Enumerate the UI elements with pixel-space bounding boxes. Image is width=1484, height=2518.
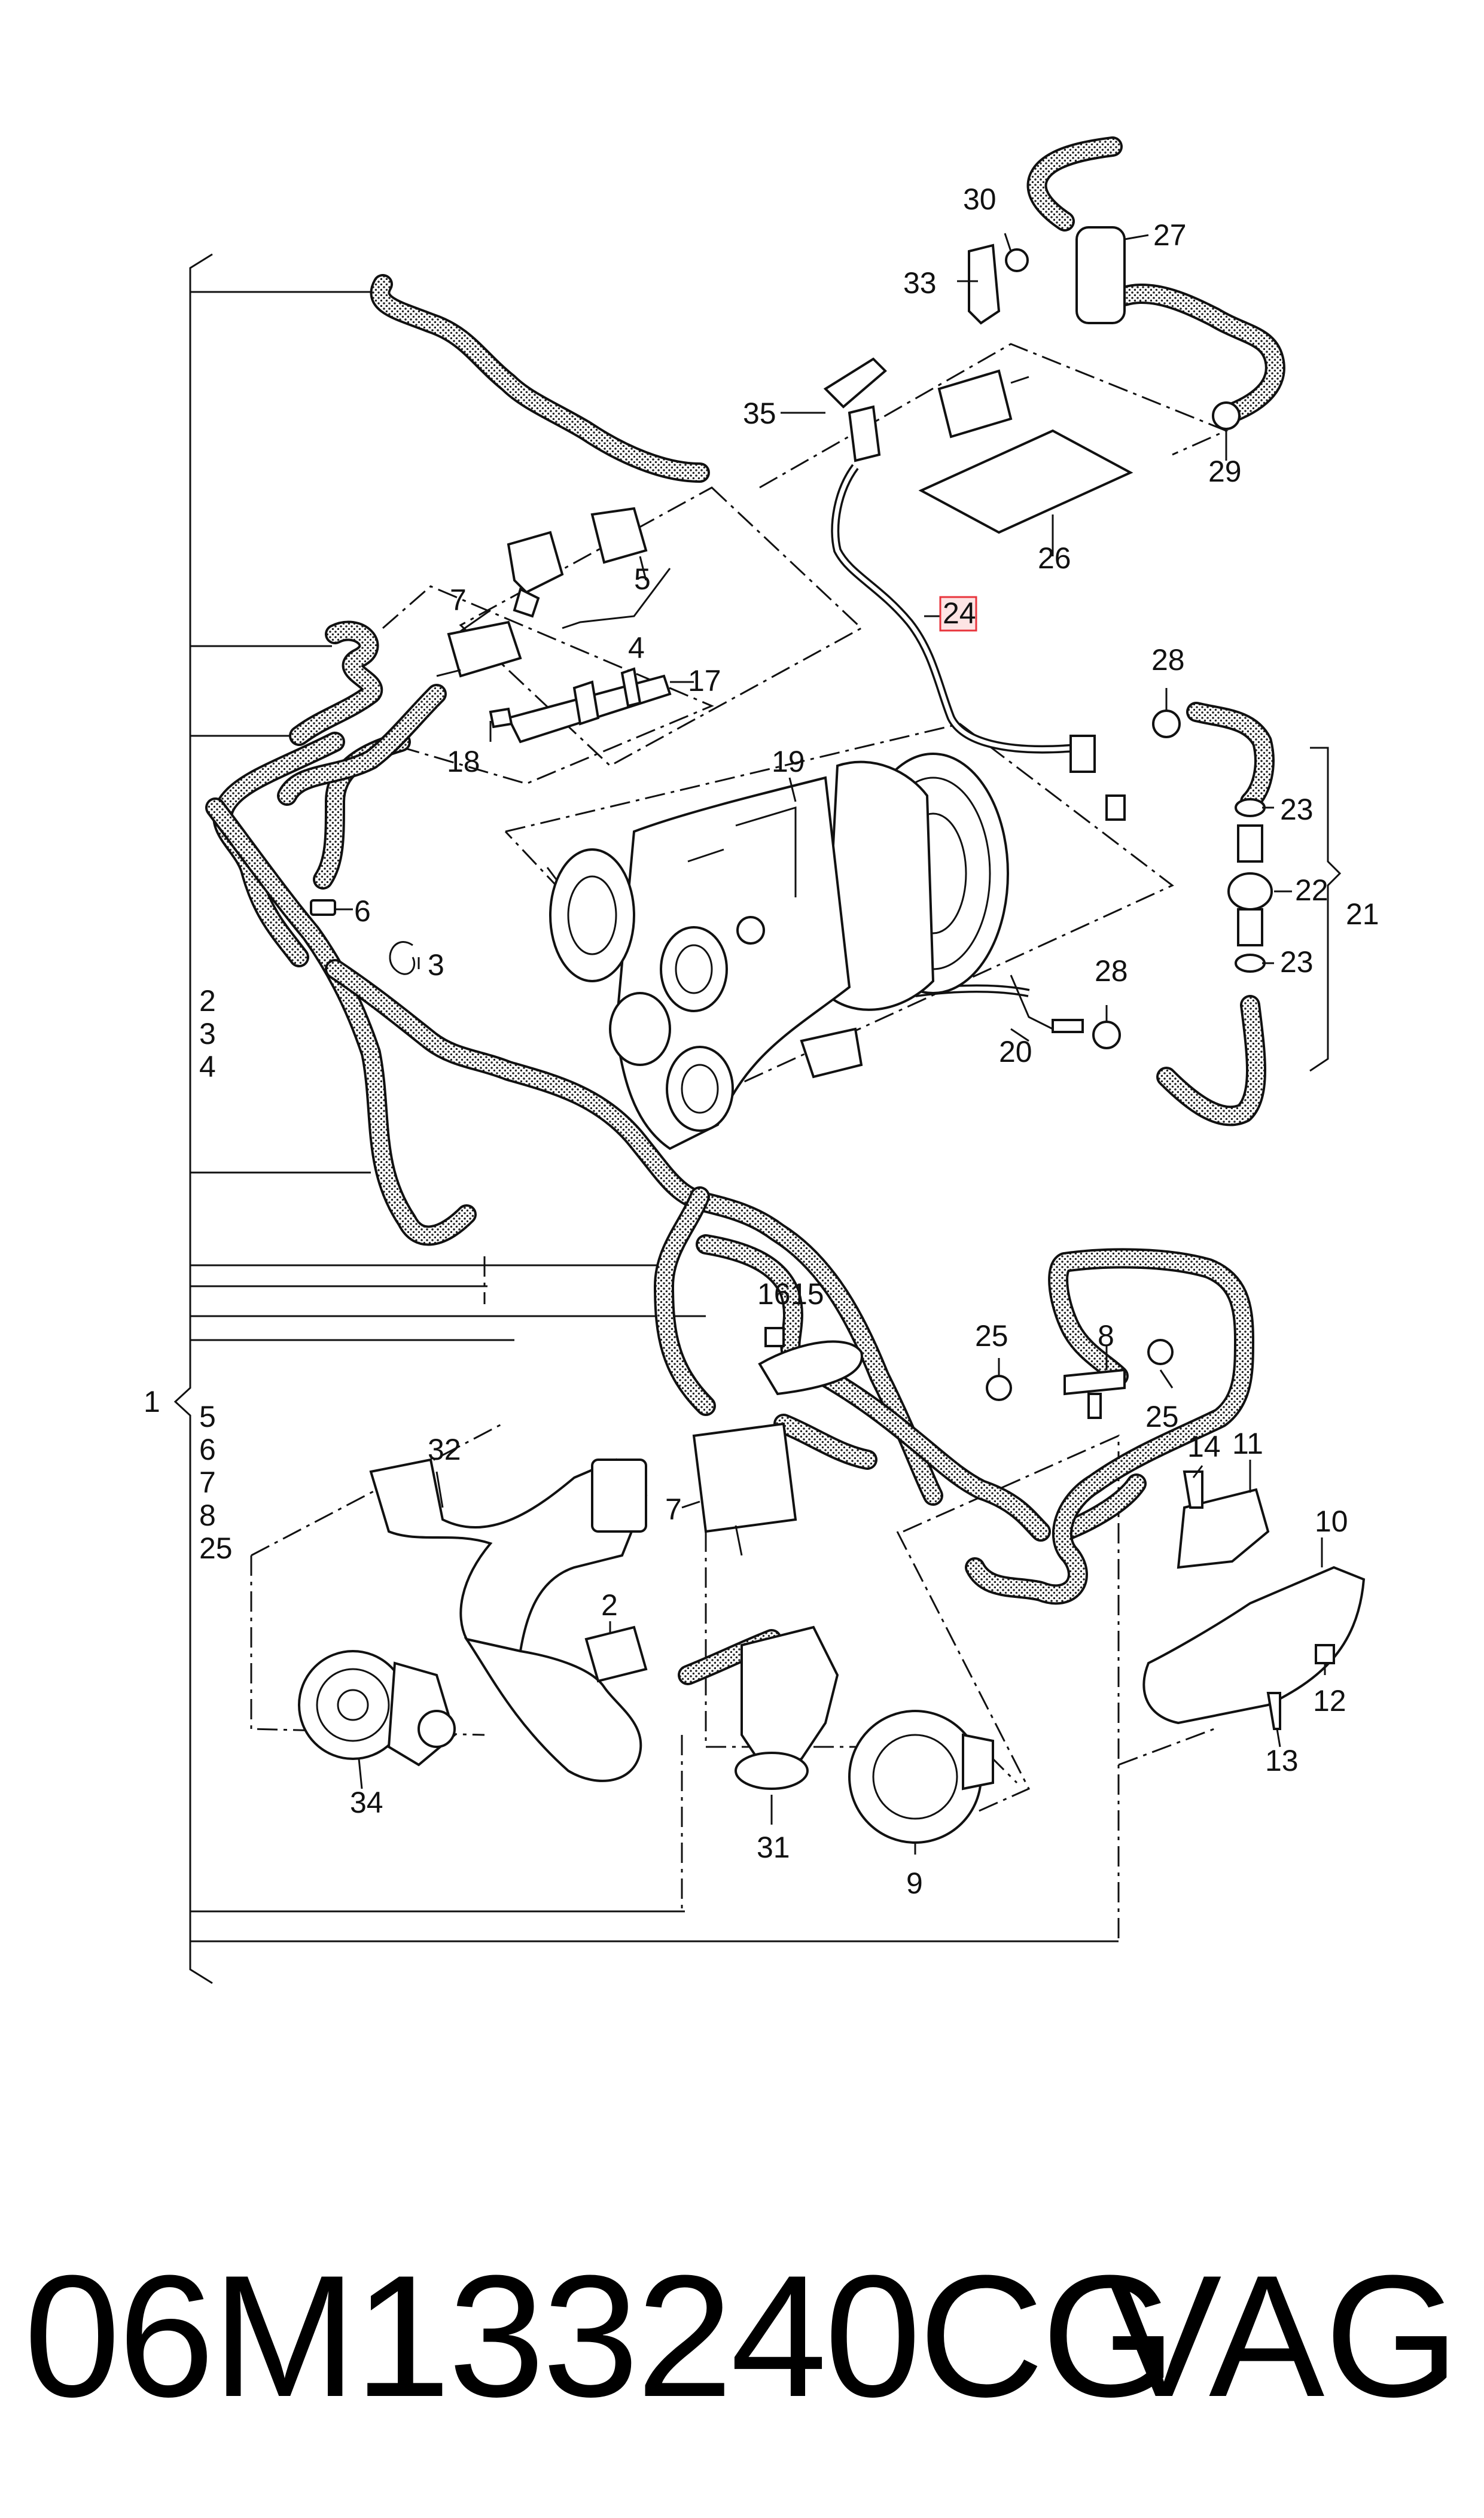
vacuum-pump-9 — [848, 1710, 994, 1844]
heat-shield-bracket — [489, 667, 672, 744]
callout-2-lower[interactable]: 2 — [601, 1588, 618, 1622]
callout-2-left[interactable]: 2 — [199, 984, 216, 1018]
clamp-28-upper — [1152, 710, 1181, 738]
footer: 06M133240CG VAG — [24, 2237, 1459, 2435]
callout-16[interactable]: 16 — [757, 1277, 791, 1311]
callout-35[interactable]: 35 — [743, 397, 776, 430]
callout-12[interactable]: 12 — [1313, 1684, 1346, 1718]
connector-2 — [584, 1625, 648, 1683]
clip-15-16 — [758, 1327, 863, 1396]
callout-33[interactable]: 33 — [903, 266, 937, 300]
part-number: 06M133240CG — [24, 2239, 1177, 2433]
callout-19[interactable]: 19 — [772, 745, 805, 778]
callout-10[interactable]: 10 — [1315, 1505, 1348, 1538]
callout-3-upper[interactable]: 3 — [428, 948, 444, 982]
callout-21[interactable]: 21 — [1346, 897, 1379, 931]
turbocharger — [546, 753, 1009, 1150]
callout-6-upper[interactable]: 6 — [354, 894, 371, 928]
clamp-28-lower — [1092, 1021, 1121, 1049]
callout-18[interactable]: 18 — [447, 745, 480, 778]
callout-20[interactable]: 20 — [999, 1035, 1032, 1068]
tee-fitting — [1069, 735, 1126, 821]
oil-filter-housing-31 — [735, 1625, 839, 1790]
callout-31[interactable]: 31 — [757, 1831, 790, 1864]
callout-15[interactable]: 15 — [791, 1277, 824, 1311]
callout-28-upper[interactable]: 28 — [1151, 643, 1185, 677]
callout-7-upper[interactable]: 7 — [450, 583, 467, 617]
callout-1[interactable]: 1 — [144, 1385, 160, 1418]
callout-23-lower[interactable]: 23 — [1280, 945, 1314, 979]
callout-4-upper[interactable]: 4 — [628, 631, 645, 665]
leader-lines — [335, 233, 1342, 1855]
callout-7-left[interactable]: 7 — [199, 1466, 216, 1499]
valve-35 — [823, 357, 887, 462]
callout-28-lower[interactable]: 28 — [1095, 954, 1128, 988]
callout-9[interactable]: 9 — [906, 1867, 923, 1900]
callout-27[interactable]: 27 — [1153, 218, 1187, 252]
callout-26[interactable]: 26 — [1038, 541, 1071, 575]
connector-pipe-6 — [310, 899, 336, 916]
callout-7-lower[interactable]: 7 — [665, 1493, 682, 1526]
callout-6-left[interactable]: 6 — [199, 1433, 216, 1466]
valve-bracket-26 — [918, 369, 1133, 534]
callout-3-left[interactable]: 3 — [199, 1017, 216, 1051]
callout-25-upper[interactable]: 25 — [975, 1319, 1008, 1353]
callout-5-upper[interactable]: 5 — [634, 562, 651, 596]
connector-8 — [1064, 1368, 1126, 1419]
bracket-20 — [1010, 975, 1084, 1033]
callout-8-left[interactable]: 8 — [199, 1499, 216, 1532]
callout-13[interactable]: 13 — [1265, 1744, 1299, 1777]
valve-33 — [968, 243, 1001, 325]
clamp-30 — [1005, 248, 1029, 272]
solenoid-valve-upper — [507, 507, 648, 618]
callout-22[interactable]: 22 — [1295, 873, 1328, 907]
callout-14[interactable]: 14 — [1187, 1430, 1221, 1463]
non-return-valve-22 — [1227, 798, 1273, 973]
callout-24-highlight[interactable] — [939, 596, 977, 632]
hose-clip — [389, 941, 416, 975]
callout-23-upper[interactable]: 23 — [1280, 793, 1314, 826]
callouts: 30 27 33 35 29 26 5 24 4 7 17 28 18 19 2… — [144, 182, 1379, 1900]
thermostat-housing-32 — [369, 1458, 648, 1782]
pressure-sensor — [436, 620, 522, 678]
callout-32[interactable]: 32 — [428, 1433, 461, 1466]
hoses — [205, 136, 1285, 1685]
heat-shield-10 — [1142, 1566, 1366, 1725]
subassembly-frames — [250, 343, 1229, 1941]
water-pump-34 — [298, 1650, 456, 1767]
callout-30[interactable]: 30 — [963, 182, 997, 216]
assembly-bracket — [173, 253, 1119, 1984]
callout-24[interactable]: 24 — [943, 596, 976, 630]
callout-5-left[interactable]: 5 — [199, 1400, 216, 1433]
solenoid-valve-7-lower — [692, 1422, 797, 1556]
callout-25-left[interactable]: 25 — [199, 1531, 233, 1565]
callout-8-upper[interactable]: 8 — [1098, 1319, 1114, 1353]
bracket-11 — [1177, 1488, 1270, 1569]
bolts-12-13-14 — [1183, 1470, 1335, 1730]
callout-29[interactable]: 29 — [1208, 455, 1242, 488]
brand-name: VAG — [1106, 2239, 1459, 2433]
callout-4-left[interactable]: 4 — [199, 1050, 216, 1083]
callout-17[interactable]: 17 — [688, 664, 721, 698]
canister-27 — [1075, 226, 1126, 324]
callout-34[interactable]: 34 — [350, 1786, 383, 1819]
callout-11[interactable]: 11 — [1232, 1427, 1263, 1460]
callout-25-right[interactable]: 25 — [1145, 1400, 1179, 1433]
clamp-29 — [1212, 401, 1241, 430]
